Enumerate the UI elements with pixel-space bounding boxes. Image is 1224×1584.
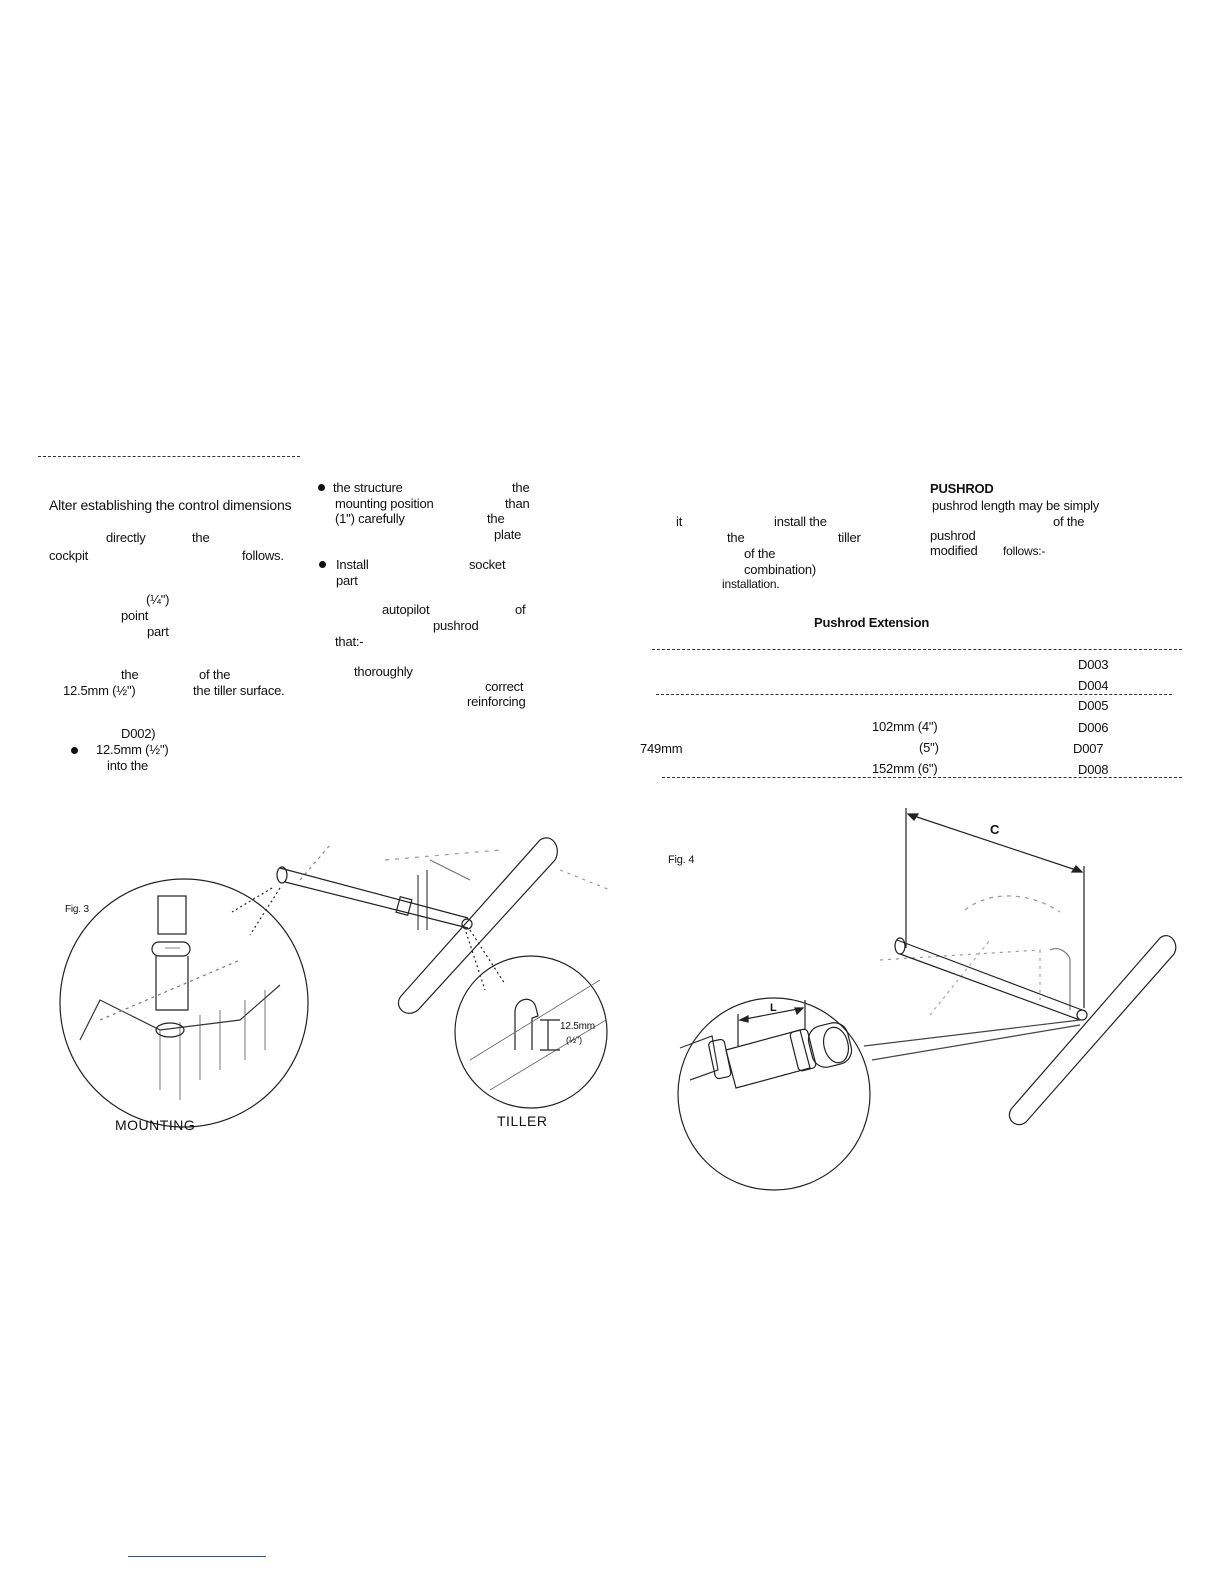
text-word: combination) bbox=[744, 562, 817, 577]
text-line: Alter establishing the control dimension… bbox=[49, 497, 292, 513]
text-word: the bbox=[487, 511, 505, 526]
table-code: D008 bbox=[1078, 762, 1109, 777]
text-word: that:- bbox=[335, 634, 364, 649]
text-word: install the bbox=[774, 514, 827, 529]
text-word: plate bbox=[494, 527, 522, 542]
fig3-label: Fig. 3 bbox=[65, 904, 89, 915]
dimension-c-label: C bbox=[990, 822, 1000, 837]
text-word: reinforcing bbox=[467, 694, 526, 709]
text-word: socket bbox=[469, 557, 506, 572]
text-word: follows. bbox=[242, 548, 284, 563]
text-word: follows:- bbox=[1003, 544, 1046, 558]
text-word: correct bbox=[485, 679, 524, 694]
text-word: of the bbox=[199, 667, 231, 682]
text-word: modified bbox=[930, 543, 978, 558]
left-top-rule bbox=[38, 456, 300, 457]
section-heading: PUSHROD bbox=[930, 481, 994, 496]
table-rule bbox=[652, 649, 1182, 650]
text-word: the bbox=[727, 530, 745, 545]
text-word: the tiller surface. bbox=[193, 683, 285, 698]
bullet-icon bbox=[71, 747, 78, 754]
text-word: of the bbox=[744, 546, 776, 561]
text-word: part bbox=[147, 624, 169, 639]
fig3-dimension: 12.5mm bbox=[560, 1021, 595, 1032]
footer-link-underline bbox=[128, 1556, 266, 1557]
bullet-icon bbox=[318, 484, 325, 491]
text-word: Install bbox=[336, 557, 369, 572]
text-word: mounting position bbox=[335, 496, 434, 511]
table-length: 152mm (6") bbox=[872, 761, 938, 776]
text-word: tiller bbox=[838, 530, 861, 545]
text-word: point bbox=[121, 608, 149, 623]
table-code: D004 bbox=[1078, 678, 1109, 693]
text-line: pushrod length may be simply bbox=[932, 498, 1100, 513]
text-word: pushrod bbox=[433, 618, 479, 633]
table-rule bbox=[656, 694, 1172, 695]
table-length: (5") bbox=[919, 740, 939, 755]
text-word: the bbox=[512, 480, 530, 495]
table-title: Pushrod Extension bbox=[814, 615, 930, 630]
text-word: of the bbox=[1053, 514, 1085, 529]
tiller-label: TILLER bbox=[497, 1113, 548, 1129]
table-left-value: 749mm bbox=[640, 741, 683, 756]
dimension-l-label: L bbox=[770, 1002, 777, 1014]
bullet-icon bbox=[319, 561, 326, 568]
text-word: (1") carefully bbox=[335, 511, 405, 526]
text-word: 12.5mm (½") bbox=[63, 683, 136, 698]
text-word: cockpit bbox=[49, 548, 89, 563]
table-code: D003 bbox=[1078, 657, 1109, 672]
text-word: thoroughly bbox=[354, 664, 413, 679]
text-word: the structure bbox=[333, 480, 403, 495]
fig4-label: Fig. 4 bbox=[668, 854, 695, 866]
text-word: into the bbox=[107, 758, 149, 773]
text-word: D002) bbox=[121, 726, 156, 741]
table-code: D005 bbox=[1078, 698, 1109, 713]
text-word: it bbox=[676, 514, 683, 529]
text-word: than bbox=[505, 496, 530, 511]
table-length: 102mm (4") bbox=[872, 719, 938, 734]
text-word: directly bbox=[106, 530, 146, 545]
mounting-label: MOUNTING bbox=[115, 1117, 196, 1133]
text-word: part bbox=[336, 573, 358, 588]
text-word: installation. bbox=[722, 577, 780, 591]
text-word: autopilot bbox=[382, 602, 430, 617]
table-code: D007 bbox=[1073, 741, 1104, 756]
table-code: D006 bbox=[1078, 720, 1109, 735]
text-word: the bbox=[121, 667, 139, 682]
text-word: 12.5mm (½") bbox=[96, 742, 169, 757]
text-word: (¼") bbox=[146, 592, 170, 607]
table-rule bbox=[662, 777, 1182, 778]
text-word: the bbox=[192, 530, 210, 545]
text-word: of bbox=[515, 602, 526, 617]
fig3-dimension-sub: (½") bbox=[566, 1035, 582, 1045]
text-word: pushrod bbox=[930, 528, 976, 543]
